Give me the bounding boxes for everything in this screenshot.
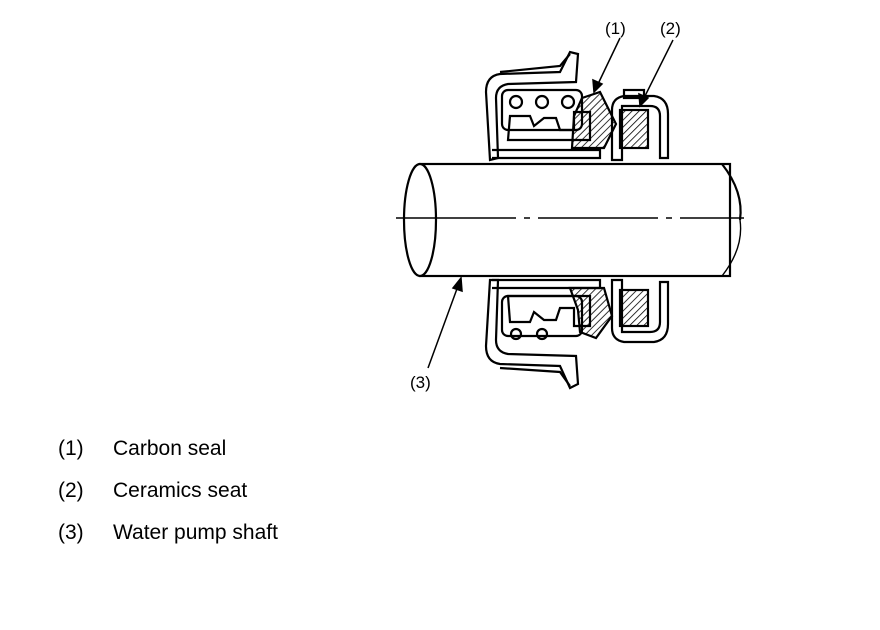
lower-carbon-seal	[568, 286, 614, 340]
upper-seat-housing	[610, 94, 670, 162]
water-pump-seal-diagram: (1) (2) (3)	[396, 19, 744, 392]
legend: (1) Carbon seal (2) Ceramics seat (3) Wa…	[58, 428, 278, 554]
lower-spring	[509, 327, 523, 341]
callout-label-3: (3)	[410, 373, 431, 392]
lower-seal-assembly	[484, 278, 670, 390]
legend-label: Water pump shaft	[113, 521, 278, 544]
leader-1	[597, 37, 621, 85]
upper-spring	[508, 94, 524, 110]
leader-3	[427, 285, 459, 369]
leader-2	[643, 39, 674, 99]
lower-ceramics-seat	[618, 288, 650, 328]
upper-spring	[560, 94, 576, 110]
shaft-body	[418, 162, 732, 278]
lower-seal-housing	[484, 278, 580, 390]
callout-label-1: (1)	[605, 19, 626, 38]
legend-item: (1) Carbon seal	[58, 428, 278, 470]
legend-label: Carbon seal	[113, 437, 227, 460]
lower-spring	[535, 327, 549, 341]
legend-number: (3)	[58, 521, 84, 544]
callout-leaders	[427, 37, 674, 369]
shaft-left-end	[402, 162, 438, 278]
shaft-right-end	[721, 163, 742, 221]
upper-carbon-seal	[570, 90, 618, 150]
lower-seat-housing	[610, 278, 670, 344]
upper-seal-housing	[484, 50, 580, 162]
legend-label: Ceramics seat	[113, 479, 248, 502]
legend-item: (2) Ceramics seat	[58, 470, 278, 512]
legend-number: (1)	[58, 437, 84, 460]
water-pump-shaft	[396, 162, 744, 278]
legend-item: (3) Water pump shaft	[58, 512, 278, 554]
upper-seal-assembly	[484, 50, 670, 162]
legend-number: (2)	[58, 479, 84, 502]
callout-label-2: (2)	[660, 19, 681, 38]
upper-spring	[534, 94, 550, 110]
upper-ceramics-seat	[618, 108, 650, 150]
